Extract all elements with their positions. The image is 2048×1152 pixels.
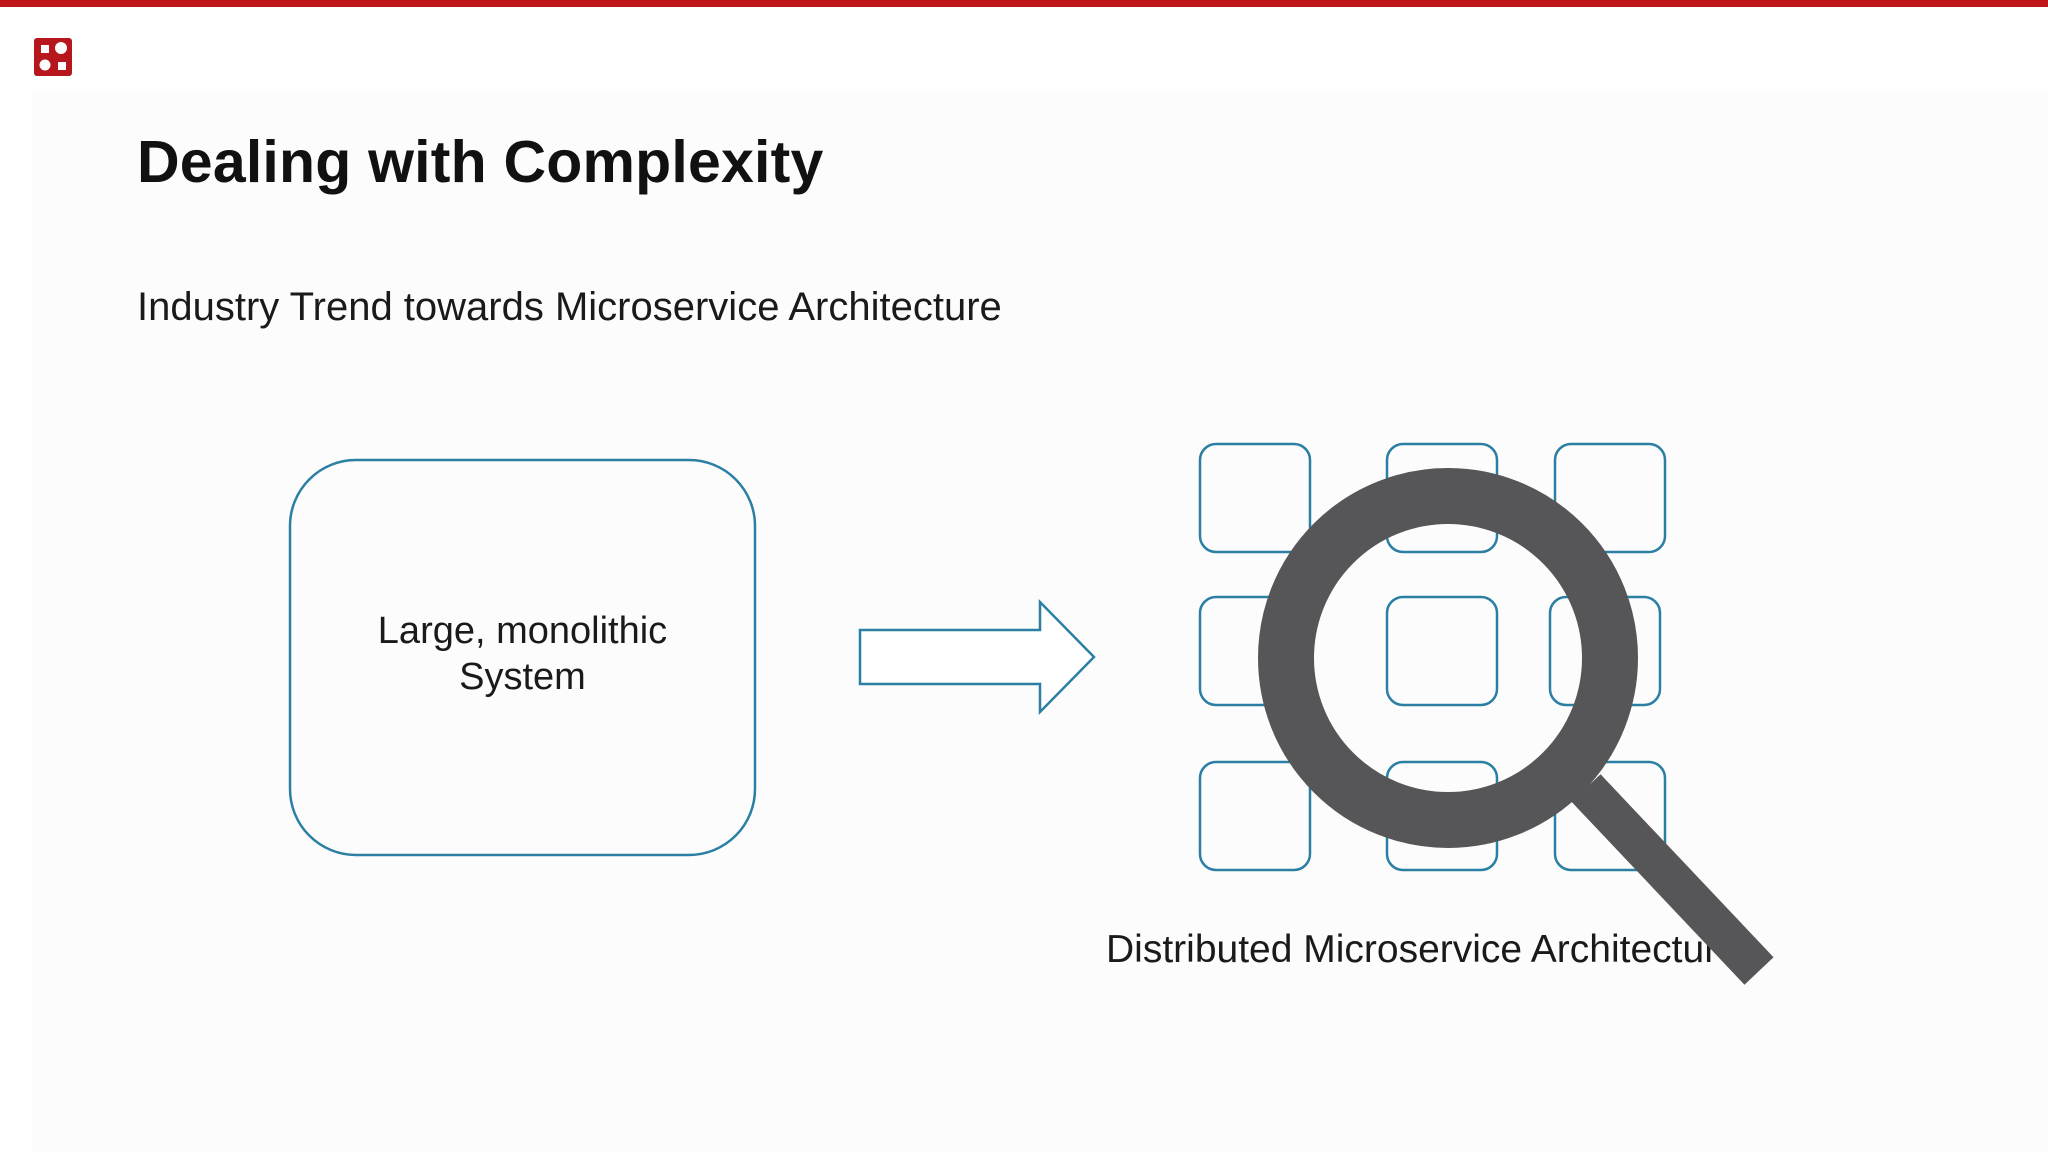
microservice-label: Distributed Microservice Architecture (1106, 928, 1739, 971)
microservice-grid (1198, 442, 1667, 872)
microservice-box (1385, 595, 1499, 707)
microservice-box (1198, 760, 1312, 872)
company-logo-icon (34, 38, 72, 76)
monolith-label-line2: System (459, 656, 586, 698)
page-subtitle: Industry Trend towards Microservice Arch… (137, 285, 1002, 329)
microservice-box (1553, 442, 1667, 554)
top-accent-bar (0, 0, 2048, 7)
page-title: Dealing with Complexity (137, 129, 824, 195)
monolith-label: Large, monolithic System (290, 608, 755, 700)
monolith-label-line1: Large, monolithic (377, 610, 668, 652)
monolith-box (288, 458, 757, 857)
microservice-box (1198, 442, 1312, 554)
microservice-box (1553, 760, 1667, 872)
transition-arrow-icon (858, 598, 1096, 716)
